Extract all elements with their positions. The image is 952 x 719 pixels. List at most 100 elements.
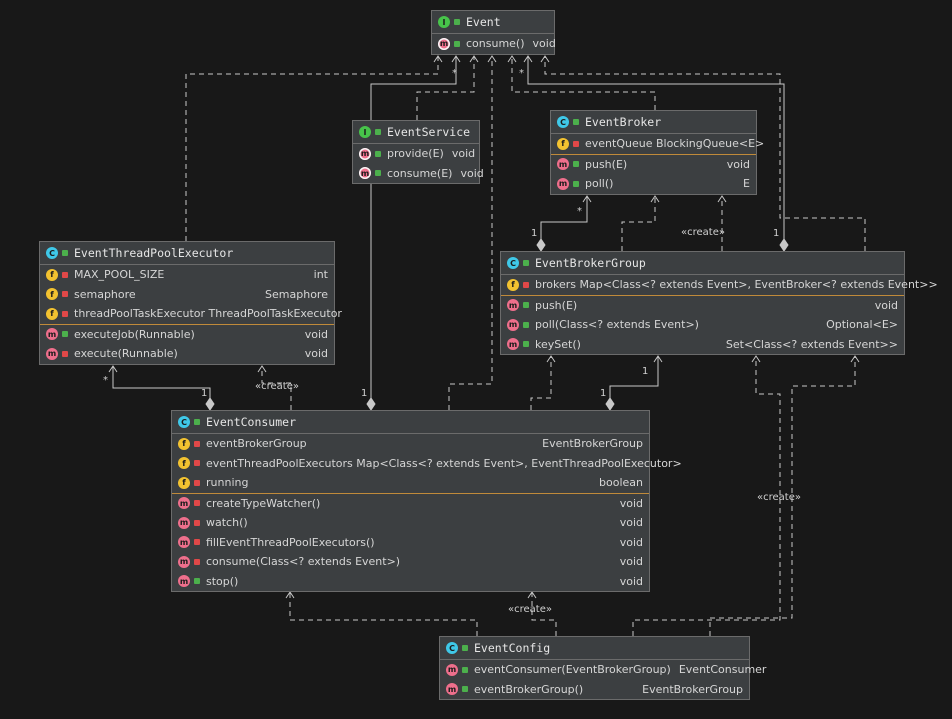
field-name: brokers Map<Class<? extends Event>, Even… (535, 278, 938, 292)
arrow-group-1 (546, 355, 556, 363)
field-name: MAX_POOL_SIZE (74, 268, 165, 282)
method-row[interactable]: m poll(Class<? extends Event>) Optional<… (501, 315, 904, 335)
method-name: execute(Runnable) (74, 347, 178, 361)
class-box-event-thread-pool-executor[interactable]: C EventThreadPoolExecutor f MAX_POOL_SIZ… (39, 241, 342, 365)
field-name: running (206, 476, 249, 490)
edge-consumer-executor-assoc (112, 366, 211, 410)
field-row[interactable]: f eventThreadPoolExecutors Map<Class<? e… (172, 454, 682, 474)
arrow-event-2 (451, 55, 461, 63)
method-row[interactable]: m push(E) void (551, 155, 756, 175)
private-icon (194, 479, 200, 486)
class-box-event-config[interactable]: C EventConfig m eventConsumer(EventBroke… (439, 636, 766, 700)
method-row[interactable]: m createTypeWatcher() void (172, 494, 649, 514)
class-box-event[interactable]: I Event m consume() void (431, 10, 556, 55)
class-box-event-broker[interactable]: C EventBroker f eventQueue BlockingQueue… (550, 110, 764, 195)
method-name: consume(Class<? extends Event>) (206, 555, 401, 569)
public-icon (62, 250, 68, 256)
method-row[interactable]: m watch() void (172, 513, 649, 533)
method-row[interactable]: m poll() E (551, 174, 756, 194)
field-row[interactable]: f MAX_POOL_SIZE int (40, 265, 334, 285)
class-header-event-service[interactable]: I EventService (353, 121, 479, 144)
private-icon (194, 460, 200, 467)
arrow-executor-1 (108, 365, 118, 373)
method-row[interactable]: m keySet() Set<Class<? extends Event>> (501, 335, 904, 355)
method-icon: m (178, 575, 190, 588)
method-type: EventBrokerGroup (642, 682, 743, 696)
edge-broker-event (511, 56, 656, 110)
method-name: createTypeWatcher() (206, 496, 321, 510)
private-icon (62, 310, 68, 317)
diamond-group-broker (536, 238, 546, 252)
method-row[interactable]: m consume(E) void (353, 164, 484, 184)
final-field-icon: f (178, 457, 190, 470)
field-row[interactable]: f threadPoolTaskExecutor ThreadPoolTaskE… (40, 304, 342, 324)
edge-label-create-broker: «create» (681, 227, 725, 238)
method-type: void (619, 516, 643, 530)
method-type: void (304, 327, 328, 341)
method-icon: m (507, 299, 519, 312)
method-type: void (460, 166, 484, 180)
field-row[interactable]: f running boolean (172, 473, 649, 493)
field-type: EventBrokerGroup (542, 437, 643, 451)
class-header-event-consumer[interactable]: C EventConsumer (172, 411, 649, 434)
public-icon (462, 666, 468, 673)
edge-label-consumer-one-b: 1 (361, 388, 368, 399)
class-title: EventBrokerGroup (535, 256, 646, 270)
method-row[interactable]: m provide(E) void (353, 144, 479, 164)
class-header-event-broker-group[interactable]: C EventBrokerGroup (501, 252, 904, 275)
method-name: provide(E) (387, 147, 444, 161)
class-box-event-consumer[interactable]: C EventConsumer f eventBrokerGroup Event… (171, 410, 682, 592)
class-header-event-thread-pool-executor[interactable]: C EventThreadPoolExecutor (40, 242, 334, 265)
method-name: keySet() (535, 337, 581, 351)
class-header-event[interactable]: I Event (432, 11, 554, 34)
method-type: Optional<E> (826, 318, 898, 332)
edge-consumer-event-assoc (370, 56, 457, 410)
class-header-event-broker[interactable]: C EventBroker (551, 111, 756, 134)
public-icon (573, 119, 579, 125)
class-icon: C (557, 116, 569, 128)
field-row[interactable]: f eventBrokerGroup EventBrokerGroup (172, 434, 649, 454)
class-title: EventService (387, 125, 471, 139)
field-row[interactable]: f semaphore Semaphore (40, 285, 334, 305)
method-row[interactable]: m consume(Class<? extends Event>) void (172, 552, 649, 572)
method-row[interactable]: m eventConsumer(EventBrokerGroup) EventC… (440, 660, 766, 680)
class-icon: C (46, 247, 58, 259)
private-icon (194, 500, 200, 507)
interface-icon: I (438, 16, 450, 28)
method-icon: m (178, 516, 190, 529)
method-row[interactable]: m executeJob(Runnable) void (40, 325, 334, 345)
private-icon (62, 350, 68, 357)
diamond-consumer-event (366, 397, 376, 411)
method-row[interactable]: m execute(Runnable) void (40, 344, 334, 364)
interface-icon: I (359, 126, 371, 138)
public-icon (523, 341, 529, 348)
edge-label-event-many-2: * (519, 68, 524, 79)
class-box-event-service[interactable]: I EventService m provide(E) void m consu… (352, 120, 484, 184)
method-row[interactable]: m fillEventThreadPoolExecutors() void (172, 533, 649, 553)
method-row[interactable]: m eventBrokerGroup() EventBrokerGroup (440, 680, 749, 700)
method-row[interactable]: m stop() void (172, 572, 649, 592)
edge-label-create-group: «create» (757, 492, 801, 503)
abstract-method-icon: m (438, 37, 450, 50)
public-icon (375, 170, 381, 177)
class-header-event-config[interactable]: C EventConfig (440, 637, 749, 660)
arrow-event-6 (523, 55, 533, 63)
private-icon (194, 558, 200, 565)
edge-consumer-group-a (530, 356, 552, 410)
field-icon: f (46, 288, 58, 301)
class-box-event-broker-group[interactable]: C EventBrokerGroup f brokers Map<Class<?… (500, 251, 938, 355)
field-name: threadPoolTaskExecutor ThreadPoolTaskExe… (74, 307, 342, 321)
method-icon: m (46, 347, 58, 360)
private-icon (573, 140, 579, 147)
method-row[interactable]: m push(E) void (501, 296, 904, 316)
section-separator (551, 153, 756, 155)
section-separator (40, 323, 334, 325)
arrow-consumer-2 (527, 591, 537, 599)
field-name: eventBrokerGroup (206, 437, 307, 451)
method-type: EventConsumer (678, 663, 767, 677)
field-row[interactable]: f eventQueue BlockingQueue<E> (551, 134, 764, 154)
edge-consumer-group-assoc (609, 356, 659, 410)
method-row[interactable]: m consume() void (432, 34, 556, 54)
field-row[interactable]: f brokers Map<Class<? extends Event>, Ev… (501, 275, 938, 295)
